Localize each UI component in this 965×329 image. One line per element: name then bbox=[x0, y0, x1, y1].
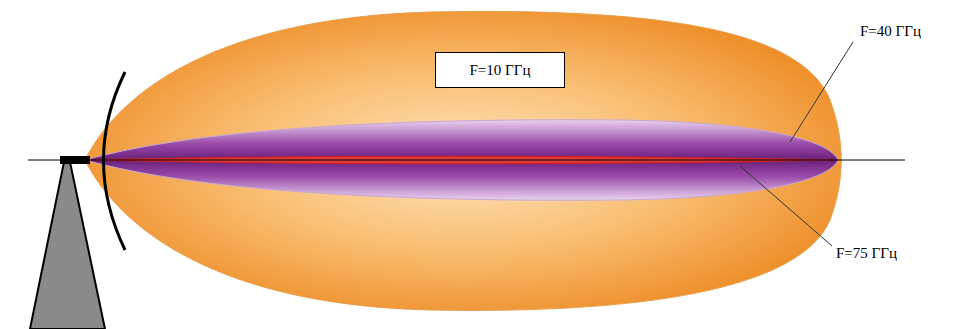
label-ground: F=40 ГГц bbox=[858, 22, 923, 40]
antenna-mast bbox=[30, 162, 105, 329]
leader-line bbox=[740, 166, 832, 246]
frequency-label: F=10 ГГц bbox=[470, 62, 531, 79]
frequency-box: F=10 ГГц bbox=[435, 52, 565, 88]
antenna-dish bbox=[104, 72, 126, 250]
beam-axis bbox=[28, 160, 905, 161]
frequency-label: F=40 ГГц bbox=[860, 23, 921, 39]
frequency-label: F=75 ГГц bbox=[836, 245, 897, 261]
label-ground: F=75 ГГц bbox=[834, 244, 899, 262]
beam-10ghz bbox=[85, 11, 841, 310]
antenna-feed bbox=[60, 156, 90, 164]
leader-line bbox=[790, 42, 853, 142]
